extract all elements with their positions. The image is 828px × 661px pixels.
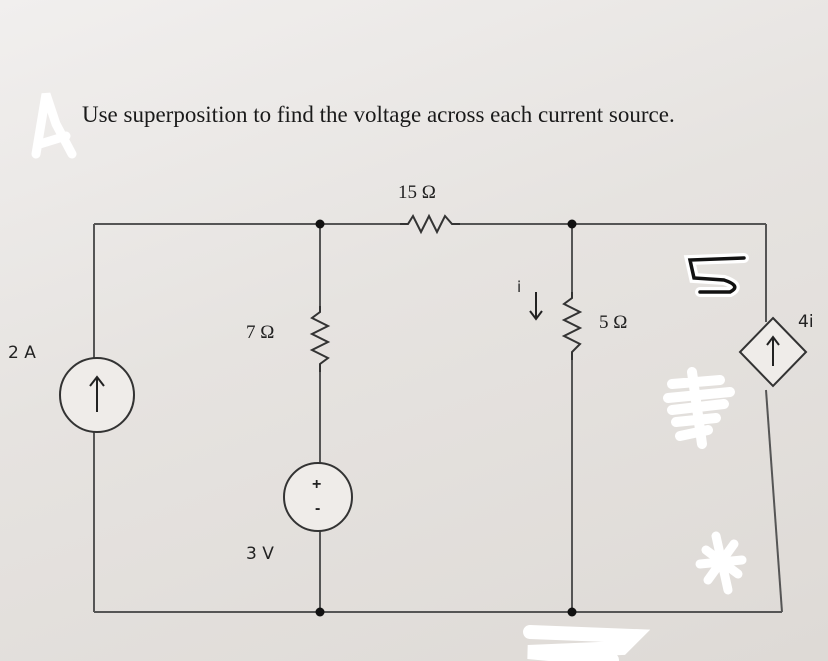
junction-dot bbox=[315, 607, 325, 617]
scribble-mark bbox=[31, 92, 77, 159]
wire-far-right-lower bbox=[765, 389, 783, 613]
whiteout-scribble bbox=[695, 531, 747, 595]
label-current-i: i bbox=[517, 278, 522, 296]
whiteout-scribble bbox=[663, 367, 735, 449]
down-arrow-icon bbox=[529, 292, 543, 321]
whiteout-scribble bbox=[523, 625, 651, 661]
up-arrow-icon bbox=[89, 375, 105, 412]
label-2a: 2 A bbox=[8, 343, 36, 363]
label-5-ohm: 5 Ω bbox=[599, 312, 628, 333]
label-15-ohm: 15 Ω bbox=[398, 182, 436, 203]
resistor-7-ohm bbox=[309, 306, 331, 372]
junction-dot bbox=[567, 607, 577, 617]
up-arrow-icon bbox=[766, 335, 780, 366]
junction-dot bbox=[567, 219, 577, 229]
label-7-ohm: 7 Ω bbox=[246, 322, 275, 343]
plus-sign: + bbox=[312, 476, 322, 493]
label-4i: 4i bbox=[798, 312, 814, 332]
resistor-5-ohm bbox=[561, 292, 583, 360]
junction-dot bbox=[315, 219, 325, 229]
label-3v: 3 V bbox=[246, 544, 274, 564]
question-text: Use superposition to find the voltage ac… bbox=[82, 102, 675, 127]
minus-sign: - bbox=[315, 500, 321, 517]
voltage-source-3v bbox=[283, 462, 353, 532]
resistor-15-ohm bbox=[400, 213, 460, 235]
